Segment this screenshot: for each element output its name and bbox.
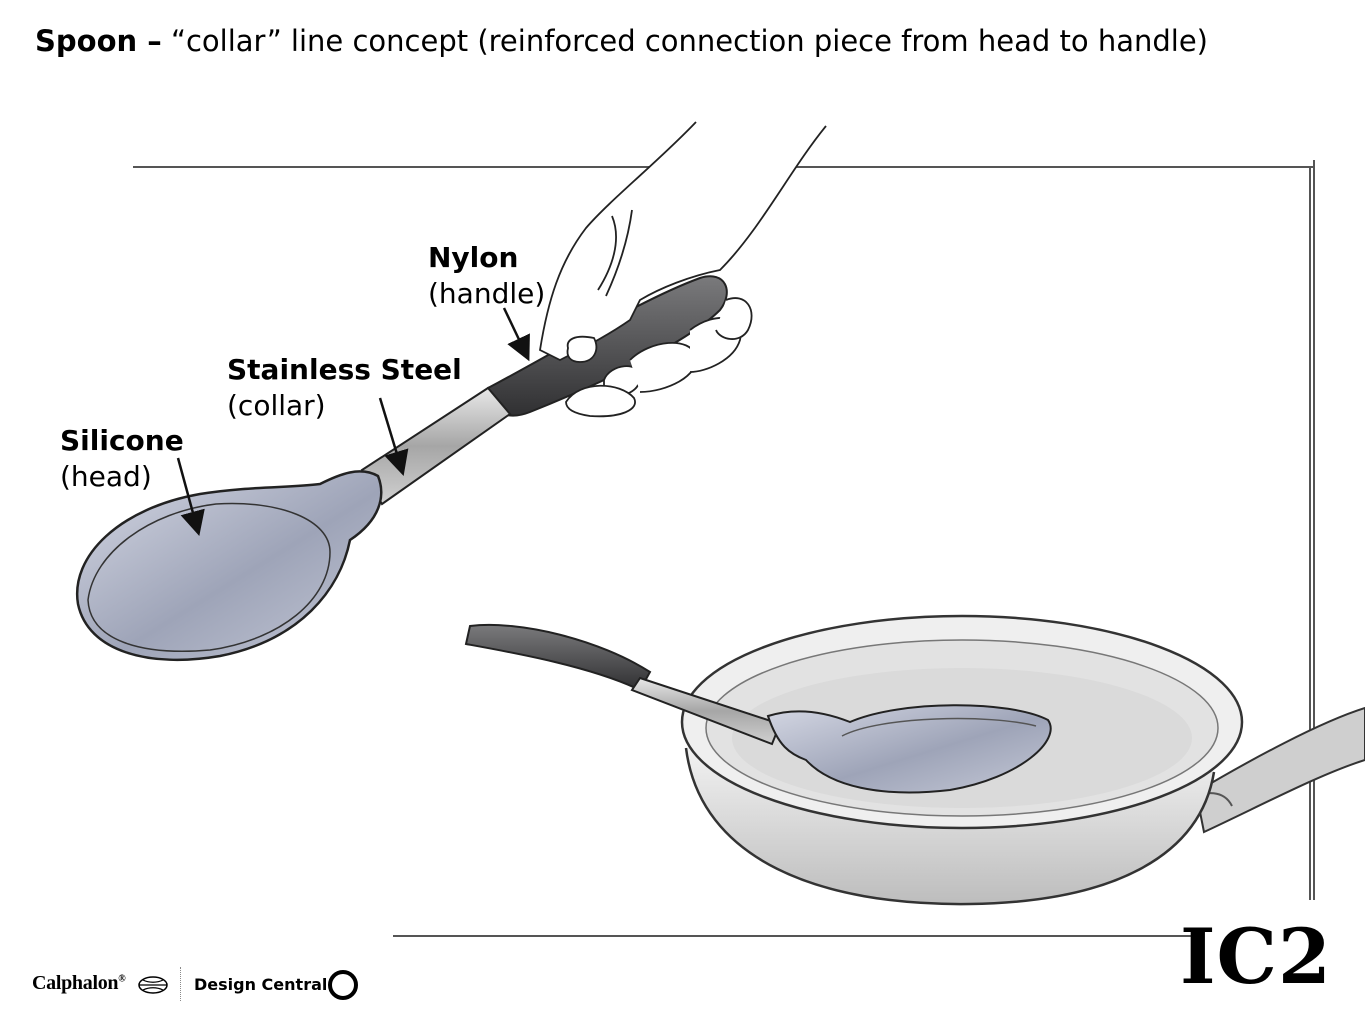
design-central-ring-icon [328,970,358,1000]
callout-nylon-sub: (handle) [428,276,545,312]
callout-silicone-name: Silicone [60,423,184,459]
callout-silicone-sub: (head) [60,459,184,495]
callout-stainless-steel: Stainless Steel (collar) [227,352,462,424]
callout-nylon-name: Nylon [428,240,545,276]
callout-steel-sub: (collar) [227,388,462,424]
registered-mark: ® [118,973,125,984]
brand-mark-icon [137,975,169,995]
brand-logo: Calphalon® [32,972,125,995]
callout-nylon: Nylon (handle) [428,240,545,312]
footer-divider [180,967,181,1001]
brand-name: Calphalon [32,972,118,994]
callout-silicone: Silicone (head) [60,423,184,495]
department-name: Design Central [194,975,327,994]
slide-id: IC2 [1180,912,1332,1001]
callout-steel-name: Stainless Steel [227,352,462,388]
